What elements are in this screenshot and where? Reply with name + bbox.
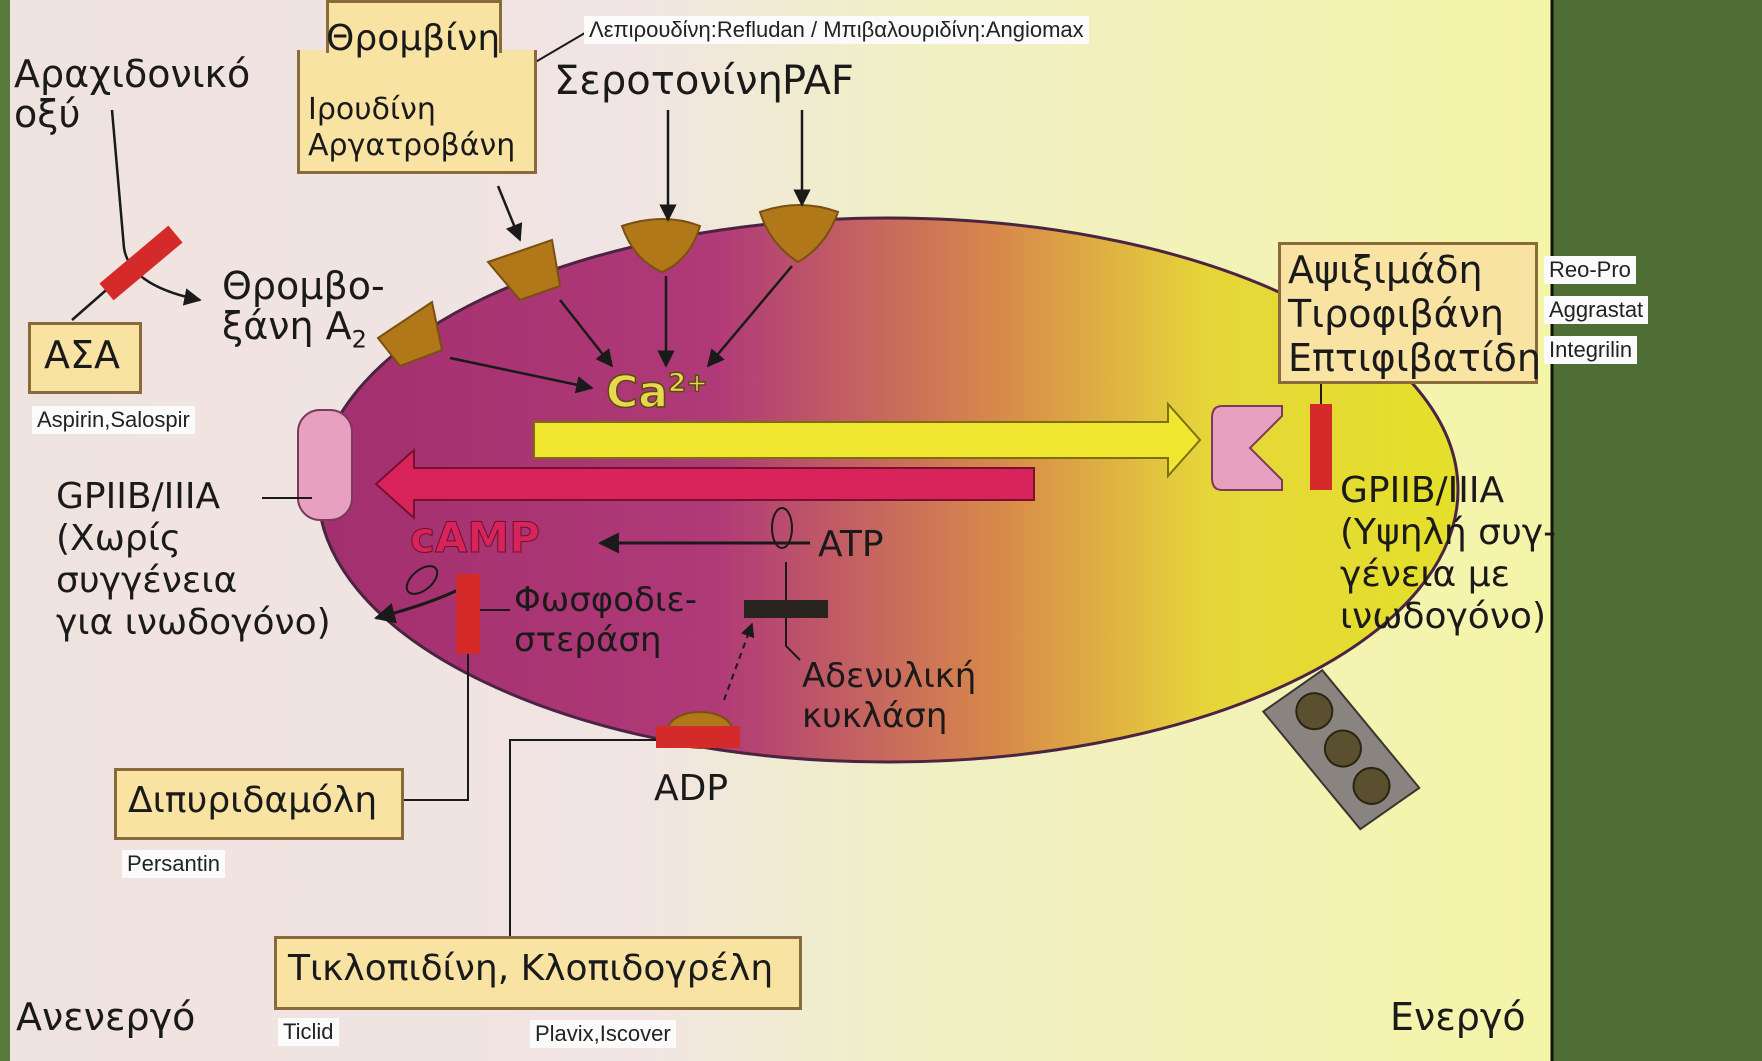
aspirin-tag: Aspirin,Salospir <box>32 406 195 434</box>
thromboxane-subscript: 2 <box>352 326 367 354</box>
persantin-tag: Persantin <box>122 850 225 878</box>
phosphodiesterase-label: Φωσφοδιε- στεράση <box>514 580 697 660</box>
pde-inhibitor-bar <box>456 574 480 654</box>
gp-blockers-label: Αψιξιμάδη Τιροφιβάνη Επτιφιβατίδη <box>1288 248 1541 380</box>
paf-label: PAF <box>782 60 854 102</box>
calcium-superscript: 2+ <box>668 368 708 398</box>
gp-active-label: GPIIB/IIIA (Υψηλή συγ- γένεια με ινωδογό… <box>1340 470 1556 638</box>
ticlid-tag: Ticlid <box>278 1018 339 1046</box>
integrilin-tag: Integrilin <box>1544 336 1637 364</box>
thromboxane-label: Θρομβο- ξάνη A2 <box>222 266 385 360</box>
inactive-label: Ανενεργό <box>16 998 195 1038</box>
reopro-tag: Reo-Pro <box>1544 256 1636 284</box>
atp-label: ATP <box>818 526 884 564</box>
aggrastat-tag: Aggrastat <box>1544 296 1648 324</box>
adp-label: ADP <box>654 770 728 808</box>
serotonin-label: Σεροτονίνη <box>554 60 783 102</box>
gp-inactive-label: GPIIB/IIIA (Χωρίς συγγένεια για ινωδογόν… <box>56 476 331 644</box>
plavix-tag: Plavix,Iscover <box>530 1020 676 1048</box>
active-label: Ενεργό <box>1390 998 1526 1038</box>
gp-blocker-bar <box>1310 404 1332 490</box>
camp-label: cAMP <box>410 516 540 560</box>
ticlopidine-label: Τικλοπιδίνη, Κλοπιδογρέλη <box>288 950 773 988</box>
asa-label: ΑΣΑ <box>44 336 120 376</box>
adenylyl-cyclase-label: Αδενυλική κυκλάση <box>802 656 976 736</box>
dipyridamole-label: Διπυριδαμόλη <box>128 782 377 820</box>
adenylyl-cyclase-bar <box>744 600 828 618</box>
arachidonic-acid-label: Αραχιδονικό οξύ <box>14 54 250 134</box>
lepirudin-tag: Λεπιρουδίνη:Refludan / Μπιβαλουριδίνη:An… <box>584 16 1089 44</box>
calcium-label: Ca2+ <box>606 370 708 416</box>
right-frame <box>1552 0 1762 1061</box>
thrombin-inhibitors-label: Ιρουδίνη Αργατροβάνη <box>308 92 515 164</box>
adp-blocker-bar <box>656 726 740 748</box>
calcium-main: Ca <box>606 367 668 418</box>
thrombin-label: Θρομβίνη <box>326 20 500 58</box>
